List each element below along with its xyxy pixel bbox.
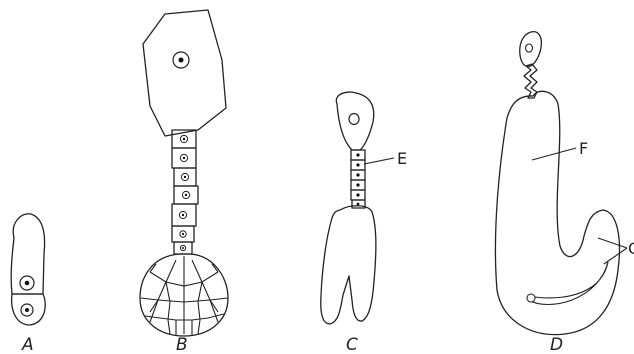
figure-a-two-cell-embryo: A	[11, 214, 45, 354]
figure-c-label: C	[346, 335, 358, 354]
figure-d-callout-f-leader	[532, 148, 576, 160]
figure-c-suspensor	[351, 150, 365, 208]
figure-d-torpedo-embryo: F G D	[495, 32, 634, 354]
figure-b-label: B	[176, 335, 188, 354]
figure-a-nucleolus-lower	[25, 308, 29, 312]
figure-d-label: D	[550, 335, 563, 354]
figure-d-callout-g-leader-upper	[598, 238, 627, 248]
figure-d-provascular-strand	[529, 262, 608, 305]
figure-d-strand-tip	[527, 294, 535, 302]
figure-b-basal-cell	[143, 10, 226, 136]
figure-c-embryo-proper	[321, 206, 376, 324]
figure-b-embryo-proper	[140, 254, 228, 336]
figure-a-nucleolus-upper	[25, 281, 30, 286]
figure-c-basal-nucleus	[349, 114, 359, 125]
figure-c-callout-e: E	[397, 149, 407, 168]
figure-a-label: A	[21, 335, 34, 354]
figure-b-globular-embryo: B	[140, 10, 228, 354]
figure-d-basal-nucleus	[526, 44, 533, 52]
figure-c-callout-e-leader	[364, 158, 394, 164]
figure-d-callout-g-leader-lower	[604, 248, 627, 264]
figure-b-basal-nucleolus	[179, 58, 184, 63]
figure-d-callout-f: F	[579, 139, 588, 158]
figure-b-suspensor-nuclei	[179, 135, 189, 250]
figure-d-callout-g: G	[628, 239, 634, 258]
figure-c-early-heart-embryo: E C	[321, 92, 407, 354]
